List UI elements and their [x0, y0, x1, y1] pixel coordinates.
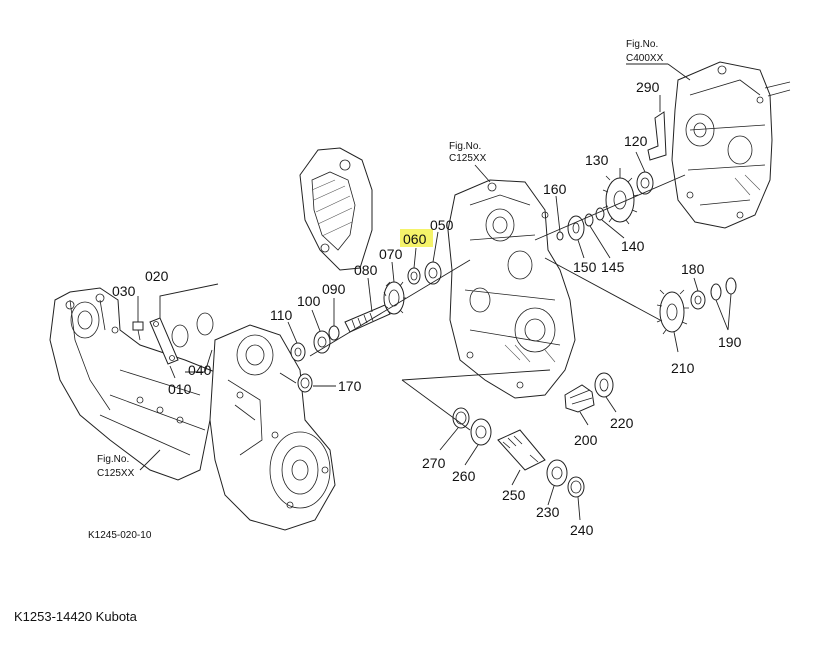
collar-100 [313, 330, 331, 354]
figure-ref-code: C125XX [449, 153, 487, 164]
rod-290 [647, 111, 667, 161]
part-label-260: 260 [452, 468, 476, 484]
leader-lines [137, 95, 732, 521]
part-number-labels: 020 030 040 010 110 100 090 080 070 060 … [112, 79, 742, 538]
part-label-200: 200 [574, 432, 598, 448]
part-label-140: 140 [621, 238, 645, 254]
figure-ref-code: C125XX [97, 468, 135, 479]
left-axle-housing [49, 287, 336, 531]
part-label-220: 220 [610, 415, 634, 431]
part-label-145: 145 [601, 259, 625, 275]
figure-ref-code: C400XX [626, 53, 664, 64]
bearing-220 [594, 372, 614, 398]
part-label-210: 210 [671, 360, 695, 376]
part-label-090: 090 [322, 281, 346, 297]
figure-ref-label: Fig.No. [97, 454, 129, 465]
part-label-050: 050 [430, 217, 454, 233]
ring-270 [452, 407, 470, 429]
part-label-120: 120 [624, 133, 648, 149]
part-label-170: 170 [338, 378, 362, 394]
bracket-020 [149, 317, 179, 365]
right-gearbox-housing [671, 61, 791, 229]
part-060-highlight [400, 229, 433, 247]
part-label-060: 060 [403, 231, 427, 247]
pinion-200 [564, 384, 595, 413]
part-label-250: 250 [502, 487, 526, 503]
part-label-230: 230 [536, 504, 560, 520]
ring-170 [297, 373, 313, 393]
drawing-code: K1245-020-10 [88, 530, 152, 541]
part-label-040: 040 [188, 362, 212, 378]
upper-cover [299, 147, 373, 271]
bearing-110 [290, 342, 306, 362]
exploded-parts-diagram: Fig.No. C400XX Fig.No. C125XX Fig.No. C1… [49, 39, 791, 541]
bearing-230 [546, 459, 568, 487]
part-label-190: 190 [718, 334, 742, 350]
ring-240 [567, 476, 585, 498]
shaft-080 [344, 304, 391, 333]
figure-ref-c400: Fig.No. C400XX [626, 39, 691, 81]
part-caption: K1253-14420 Kubota [14, 609, 137, 624]
part-label-110: 110 [270, 307, 293, 323]
part-label-070: 070 [379, 246, 403, 262]
part-label-180: 180 [681, 261, 705, 277]
part-label-270: 270 [422, 455, 446, 471]
center-case [447, 179, 576, 399]
bearing-180 [690, 290, 706, 310]
bearing-120 [636, 171, 654, 195]
bearing-260 [470, 418, 492, 446]
bolt-030 [132, 321, 144, 341]
gear-150 [567, 215, 585, 241]
part-label-290: 290 [636, 79, 660, 95]
washer-090 [328, 325, 340, 341]
figure-ref-label: Fig.No. [626, 39, 658, 50]
pin-160 [556, 231, 564, 241]
part-label-010: 010 [168, 381, 192, 397]
part-label-030: 030 [112, 283, 136, 299]
gear-070 [383, 281, 406, 315]
part-label-080: 080 [354, 262, 378, 278]
figure-ref-label: Fig.No. [449, 141, 481, 152]
part-label-130: 130 [585, 152, 609, 168]
rings-190 [710, 277, 737, 301]
part-label-020: 020 [145, 268, 169, 284]
figure-ref-c125-left: Fig.No. C125XX [97, 449, 161, 479]
o-rings-040 [171, 312, 214, 348]
washer-060 [407, 267, 421, 285]
part-label-240: 240 [570, 522, 594, 538]
part-label-150: 150 [573, 259, 597, 275]
gear-210 [656, 289, 689, 335]
ring-140 [595, 207, 605, 221]
part-label-100: 100 [297, 293, 321, 309]
figure-ref-c125-top: Fig.No. C125XX [449, 141, 491, 183]
gear-shaft-250 [497, 429, 546, 471]
bearing-050 [424, 261, 442, 285]
gear-130 [602, 175, 639, 225]
part-label-160: 160 [543, 181, 567, 197]
